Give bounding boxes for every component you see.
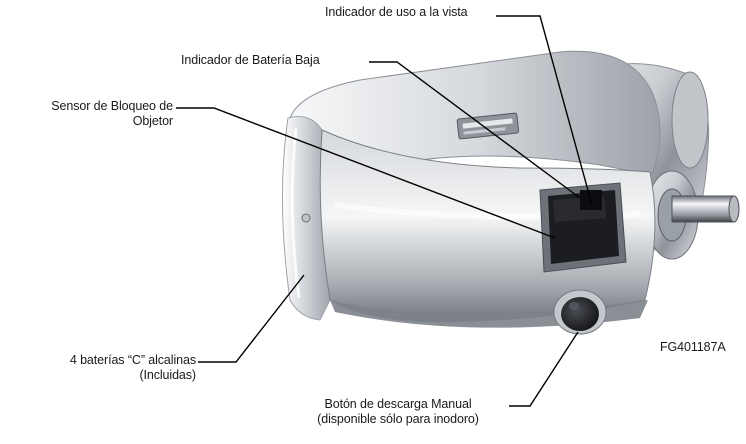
label-low-battery-indicator: Indicador de Batería Baja — [181, 53, 320, 67]
sensor-window — [539, 182, 627, 273]
leader-manual-button — [509, 331, 579, 407]
leader-lines — [176, 15, 593, 407]
leader-usage-indicator — [496, 15, 593, 206]
manual-flush-button — [553, 289, 607, 335]
label-batteries-line1: 4 baterías “C” alcalinas — [69, 353, 196, 367]
label-manual-button-line2: (disponible sólo para inodoro) — [317, 412, 479, 426]
label-manual-button-line1: Botón de descarga Manual — [324, 397, 472, 411]
label-usage-indicator: Indicador de uso a la vista — [325, 5, 468, 19]
sensor-housing — [281, 50, 661, 328]
label-object-sensor-line1: Sensor de Bloqueo de — [51, 99, 173, 113]
leader-object-sensor — [176, 107, 556, 239]
figure-code: FG401187A — [660, 340, 726, 354]
label-batteries-line2: (Incluidas) — [139, 368, 196, 382]
leader-low-battery — [369, 61, 581, 199]
label-batteries: 4 baterías “C” alcalinas (Incluidas) — [18, 353, 196, 383]
label-object-sensor: Sensor de Bloqueo de Objetor — [24, 99, 173, 129]
label-manual-button: Botón de descarga Manual (disponible sól… — [290, 397, 506, 427]
leader-batteries — [198, 274, 305, 363]
brand-badge — [456, 112, 520, 140]
label-object-sensor-line2: Objetor — [132, 114, 173, 128]
inlet-pipe — [671, 195, 740, 223]
